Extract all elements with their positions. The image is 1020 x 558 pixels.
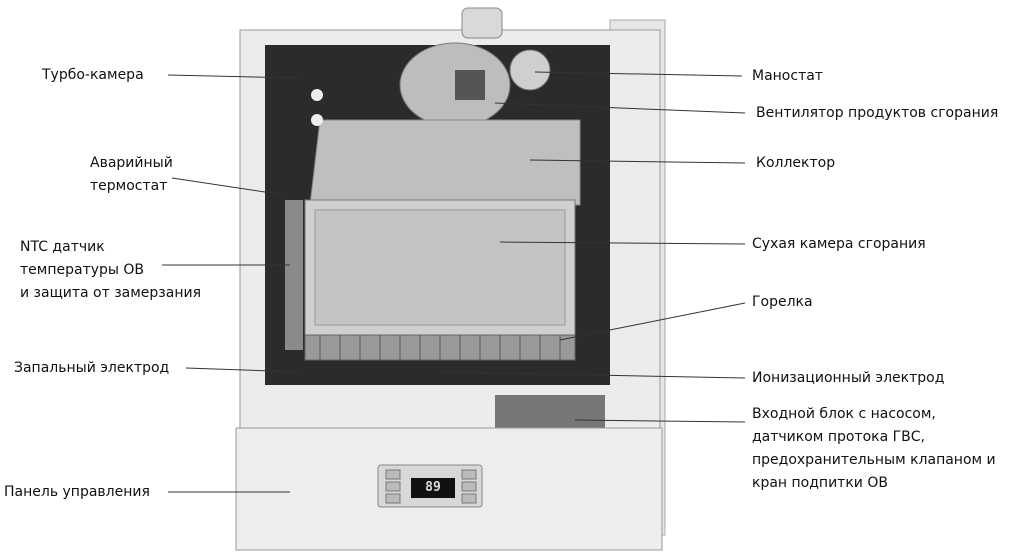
label-combustion-chamber: Сухая камера сгорания [752, 236, 926, 252]
label-line: датчиком протока ГВС, [752, 429, 925, 445]
label-ionization-electrode: Ионизационный электрод [752, 370, 945, 386]
label-inlet-block: Входной блок с насосом, датчиком протока… [752, 403, 996, 495]
label-line: температуры ОВ [20, 262, 145, 278]
label-fan: Вентилятор продуктов сгорания [756, 105, 999, 121]
label-line: Входной блок с насосом, [752, 406, 936, 422]
label-collector: Коллектор [756, 155, 836, 171]
label-emergency-thermostat: Аварийный термостат [90, 152, 173, 198]
label-burner: Горелка [752, 294, 813, 310]
label-turbo-chamber: Турбо-камера [42, 67, 144, 83]
label-manostat: Маностат [752, 68, 823, 84]
label-line: предохранительным клапаном и [752, 452, 996, 468]
label-line: и защита от замерзания [20, 285, 201, 301]
label-ntc-sensor: NTC датчик температуры ОВ и защита от за… [20, 236, 201, 305]
label-line: NTC датчик [20, 239, 105, 255]
ntc-sensor-pipe [285, 200, 303, 350]
label-control-panel: Панель управления [4, 484, 150, 500]
label-line: Аварийный [90, 155, 173, 171]
manostat [509, 49, 551, 91]
label-line: кран подпитки ОВ [752, 475, 888, 491]
collector [309, 119, 581, 206]
leader-lines [162, 71, 746, 493]
label-line: термостат [90, 178, 168, 194]
label-ignition-electrode: Запальный электрод [14, 360, 170, 376]
control-display: 89 [411, 478, 455, 498]
